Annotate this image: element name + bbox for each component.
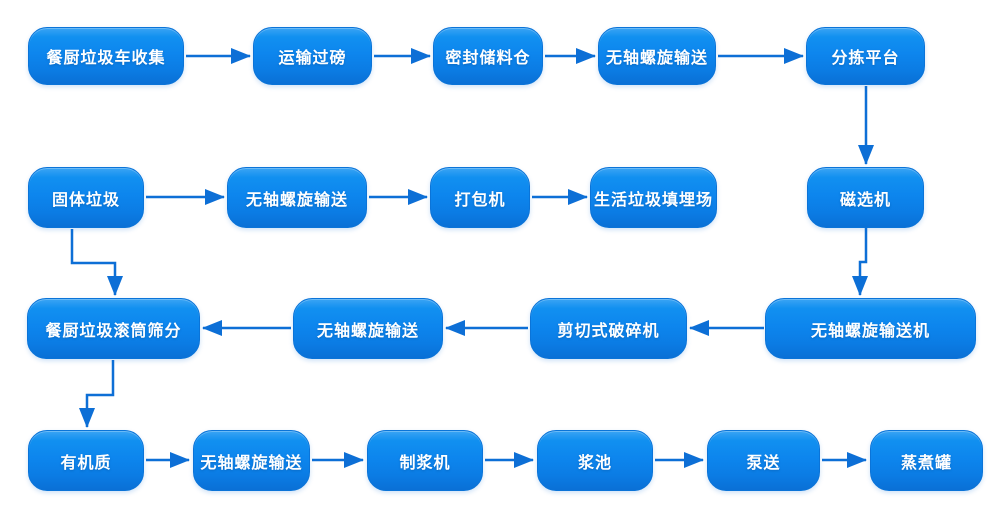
node-label: 密封储料仓 [445,50,531,67]
node-label: 固体垃圾 [51,191,120,209]
node-magnetic-separator: 磁选机 [807,167,924,228]
node-solid-waste: 固体垃圾 [28,167,144,228]
node-transport-weighing: 运输过磅 [253,27,372,85]
node-label: 分拣平台 [831,50,900,67]
node-label: 浆池 [577,454,612,472]
node-label: 泵送 [746,454,781,472]
node-pumping: 泵送 [707,430,820,491]
node-label: 磁选机 [839,191,891,209]
node-shaftless-screw-conveyor-1: 无轴螺旋输送 [598,27,716,85]
node-pulp-tank: 浆池 [537,430,653,491]
node-label: 无轴螺旋输送 [316,322,419,340]
node-shaftless-screw-conveyor-2: 无轴螺旋输送 [227,167,367,228]
node-label: 无轴螺旋输送 [605,50,708,67]
node-sorting-platform: 分拣平台 [806,27,925,85]
node-baler: 打包机 [430,167,530,228]
node-label: 餐厨垃圾滚筒筛分 [45,322,182,340]
node-cooking-tank: 蒸煮罐 [870,430,983,491]
node-pulping-machine: 制浆机 [367,430,483,491]
node-label: 运输过磅 [278,50,347,67]
arrow-solidwaste-to-drumscreen [70,229,123,296]
node-shaftless-screw-conveyor-3: 无轴螺旋输送 [293,298,443,359]
arrow-drumscreen-to-organic [79,360,115,428]
node-sealed-storage-silo: 密封储料仓 [433,27,543,85]
node-label: 制浆机 [399,454,451,472]
node-label: 生活垃圾填埋场 [593,191,713,209]
node-label: 打包机 [454,191,506,209]
node-kitchen-waste-drum-screening: 餐厨垃圾滚筒筛分 [27,298,200,359]
node-label: 无轴螺旋输送机 [810,322,930,340]
node-label: 剪切式破碎机 [557,322,660,340]
node-label: 无轴螺旋输送 [245,191,348,209]
node-kitchen-waste-truck-collection: 餐厨垃圾车收集 [28,27,184,85]
node-shaftless-screw-conveyor-4: 无轴螺旋输送 [193,430,310,491]
node-organic-matter: 有机质 [28,430,144,491]
node-shaftless-screw-conveyor-machine: 无轴螺旋输送机 [765,298,976,359]
node-shear-type-shredder: 剪切式破碎机 [530,298,687,359]
arrow-magnetic-to-conveyormachine [852,228,868,296]
node-label: 无轴螺旋输送 [200,454,303,472]
node-label: 有机质 [60,454,112,472]
node-label: 蒸煮罐 [900,454,952,472]
node-domestic-waste-landfill: 生活垃圾填埋场 [590,167,717,228]
node-label: 餐厨垃圾车收集 [46,50,166,67]
